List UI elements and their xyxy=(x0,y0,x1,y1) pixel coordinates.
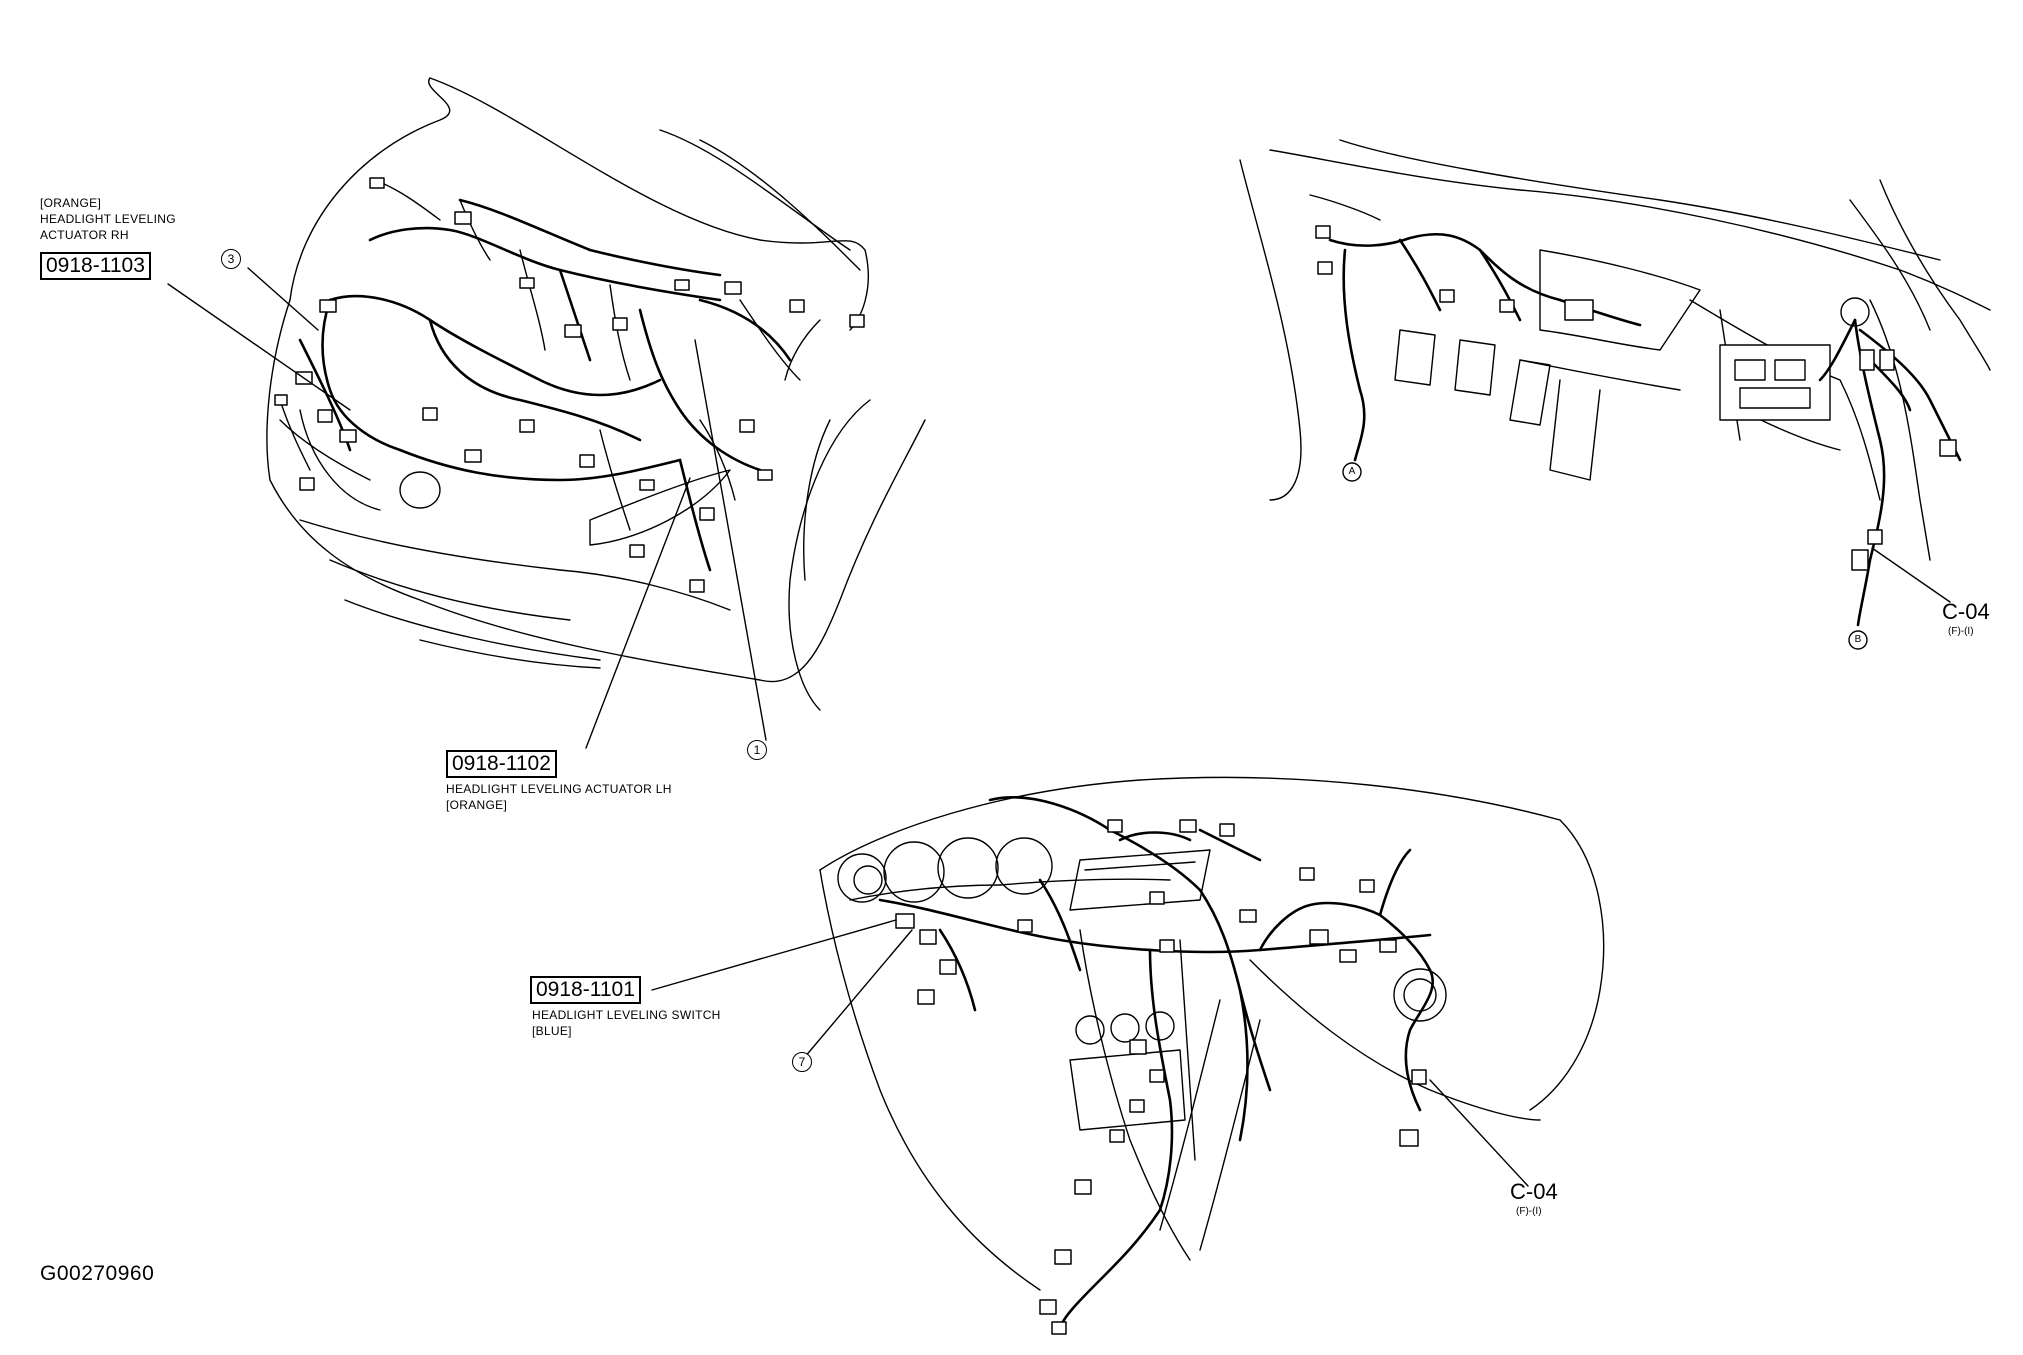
actuator-rh-name-line2: ACTUATOR RH xyxy=(40,228,129,242)
cabin-marker-a: A xyxy=(1348,466,1356,477)
callout-circle: 3 xyxy=(221,249,241,269)
dashboard-leaders xyxy=(651,919,1529,1187)
actuator-rh-name-line1: HEADLIGHT LEVELING xyxy=(40,212,176,226)
cabin-marker-circles xyxy=(1342,462,1868,650)
cabin-connectors xyxy=(1315,225,1957,571)
switch-color-note: [BLUE] xyxy=(532,1024,572,1038)
cabin-connector-code: C-04 xyxy=(1942,599,1990,624)
dashboard-connector-sub: (F)-(I) xyxy=(1516,1206,1542,1217)
callout-circle: 7 xyxy=(792,1052,812,1072)
actuator-rh-code-box: 0918-1103 xyxy=(40,252,151,280)
dashboard-connector-code: C-04 xyxy=(1510,1179,1558,1204)
actuator-lh-name: HEADLIGHT LEVELING ACTUATOR LH xyxy=(446,782,672,796)
switch-code-box: 0918-1101 xyxy=(530,976,641,1004)
cabin-leaders xyxy=(1871,547,1951,603)
actuator-lh-code-box: 0918-1102 xyxy=(446,750,557,778)
dashboard-connectors xyxy=(895,819,1427,1335)
engine-bay-drawing xyxy=(266,77,926,711)
engine-leaders xyxy=(167,267,767,749)
cabin-marker-b: B xyxy=(1854,634,1862,645)
engine-harness xyxy=(298,198,792,572)
engine-connectors xyxy=(274,177,865,593)
actuator-lh-color-note: [ORANGE] xyxy=(446,798,508,812)
dashboard-drawing xyxy=(819,776,1605,1291)
actuator-rh-color-note: [ORANGE] xyxy=(40,196,102,210)
cabin-drawing xyxy=(1239,139,1991,561)
engine-harness-thin xyxy=(279,179,821,531)
figure-id: G00270960 xyxy=(40,1262,155,1285)
dashboard-harness xyxy=(878,796,1434,1332)
switch-name: HEADLIGHT LEVELING SWITCH xyxy=(532,1008,721,1022)
callout-circle: 1 xyxy=(747,740,767,760)
cabin-connector-sub: (F)-(I) xyxy=(1948,626,1974,637)
